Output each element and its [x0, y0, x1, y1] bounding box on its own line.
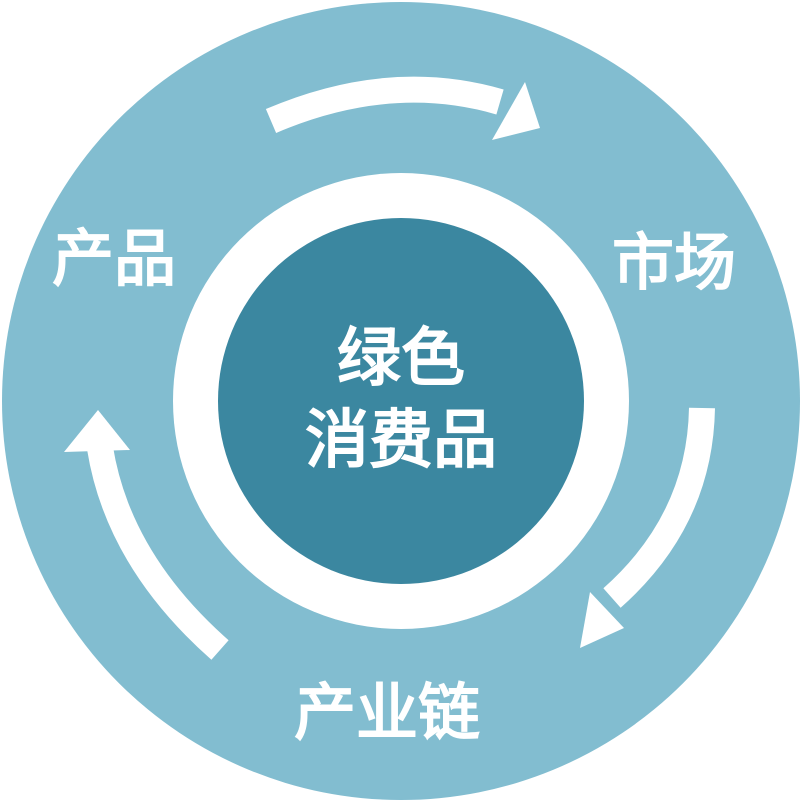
arrow-left	[64, 410, 229, 660]
center-title-line-2: 消费品	[305, 404, 497, 478]
center-title: 绿色 消费品	[220, 318, 582, 482]
center-circle	[218, 218, 584, 584]
node-label-industry-chain: 产业链	[294, 676, 481, 749]
node-label-market: 市场	[612, 226, 737, 299]
arrow-top	[265, 76, 540, 140]
node-label-product: 产品	[52, 222, 177, 295]
center-title-line-1: 绿色	[337, 322, 465, 396]
arrow-right	[580, 407, 715, 648]
